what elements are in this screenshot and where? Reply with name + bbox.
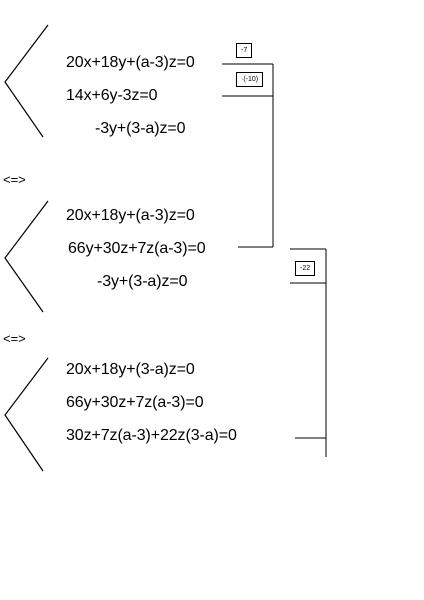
- equivalence-sign-1: <=>: [3, 172, 26, 187]
- equation-2-3: -3y+(3-a)z=0: [97, 273, 188, 290]
- equation-3-2: 66y+30z+7z(a-3)=0: [66, 394, 204, 411]
- system-brace-1: [4, 24, 49, 138]
- equation-3-3: 30z+7z(a-3)+22z(3-a)=0: [66, 427, 237, 444]
- factor-tag-minus-7: -7: [236, 43, 253, 58]
- equation-2-2: 66y+30z+7z(a-3)=0: [68, 240, 206, 257]
- factor-tag-minus-10: ·(-10): [236, 72, 264, 87]
- factor-tag-minus-22: -22: [295, 261, 316, 276]
- equivalence-sign-2: <=>: [3, 331, 26, 346]
- system-brace-3: [4, 357, 49, 472]
- equation-1-2: 14x+6y-3z=0: [66, 87, 158, 104]
- equation-1-3: -3y+(3-a)z=0: [95, 120, 186, 137]
- equation-1-1: 20x+18y+(a-3)z=0: [66, 54, 195, 71]
- equation-2-1: 20x+18y+(a-3)z=0: [66, 207, 195, 224]
- equation-3-1: 20x+18y+(3-a)z=0: [66, 361, 195, 378]
- system-brace-2: [4, 200, 49, 313]
